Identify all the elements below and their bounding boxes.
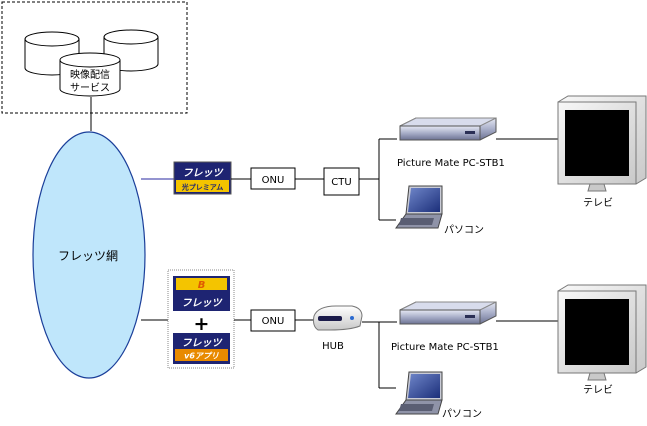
set-top-box-icon bbox=[399, 117, 497, 141]
hub-icon bbox=[313, 305, 363, 331]
onu-device-bottom: ONU bbox=[250, 309, 296, 332]
flets-network-label: フレッツ網 bbox=[58, 249, 118, 263]
service-label-line1: 映像配信 bbox=[70, 69, 110, 81]
b-flets-v6-badge-group: B フレッツ + フレッツ v6アプリ bbox=[167, 269, 235, 369]
v6-badge-top: フレッツ bbox=[182, 338, 224, 349]
flets-network-cloud bbox=[32, 131, 146, 379]
flets-hikari-premium-badge: フレッツ 光プレミアム bbox=[173, 161, 232, 195]
stb-label-bottom: Picture Mate PC-STB1 bbox=[391, 342, 499, 353]
ctu-label: CTU bbox=[331, 177, 351, 188]
b-flets-badge: B フレッツ bbox=[173, 276, 230, 311]
service-boundary bbox=[1, 1, 188, 114]
b-flets-badge-top: B bbox=[198, 280, 206, 291]
television-icon bbox=[557, 95, 647, 192]
onu-device-top: ONU bbox=[250, 167, 296, 190]
laptop-icon bbox=[395, 185, 443, 229]
onu-label: ONU bbox=[262, 316, 285, 327]
tv-label-top: テレビ bbox=[583, 197, 613, 209]
service-label-line2: サービス bbox=[70, 82, 110, 94]
onu-label: ONU bbox=[262, 175, 285, 186]
television-icon bbox=[557, 284, 647, 381]
badge-top-text: フレッツ bbox=[183, 168, 225, 179]
pc-label-bottom: パソコン bbox=[442, 408, 482, 420]
plus-sign: + bbox=[194, 313, 210, 335]
tv-label-bottom: テレビ bbox=[583, 384, 613, 396]
video-service-group: 映像配信 サービス bbox=[1, 1, 188, 114]
b-flets-badge-bottom: フレッツ bbox=[182, 298, 224, 309]
v6-badge-bottom: v6アプリ bbox=[184, 352, 219, 361]
hub-label: HUB bbox=[322, 341, 344, 352]
laptop-icon bbox=[395, 371, 443, 415]
database-icon bbox=[59, 52, 121, 97]
stb-label-top: Picture Mate PC-STB1 bbox=[397, 158, 505, 169]
badge-bottom-text: 光プレミアム bbox=[181, 183, 224, 192]
ctu-device: CTU bbox=[323, 167, 360, 196]
set-top-box-icon bbox=[399, 301, 497, 325]
pc-label-top: パソコン bbox=[444, 224, 484, 236]
flets-network: フレッツ網 bbox=[32, 131, 146, 379]
flets-v6-app-badge: フレッツ v6アプリ bbox=[173, 333, 230, 364]
